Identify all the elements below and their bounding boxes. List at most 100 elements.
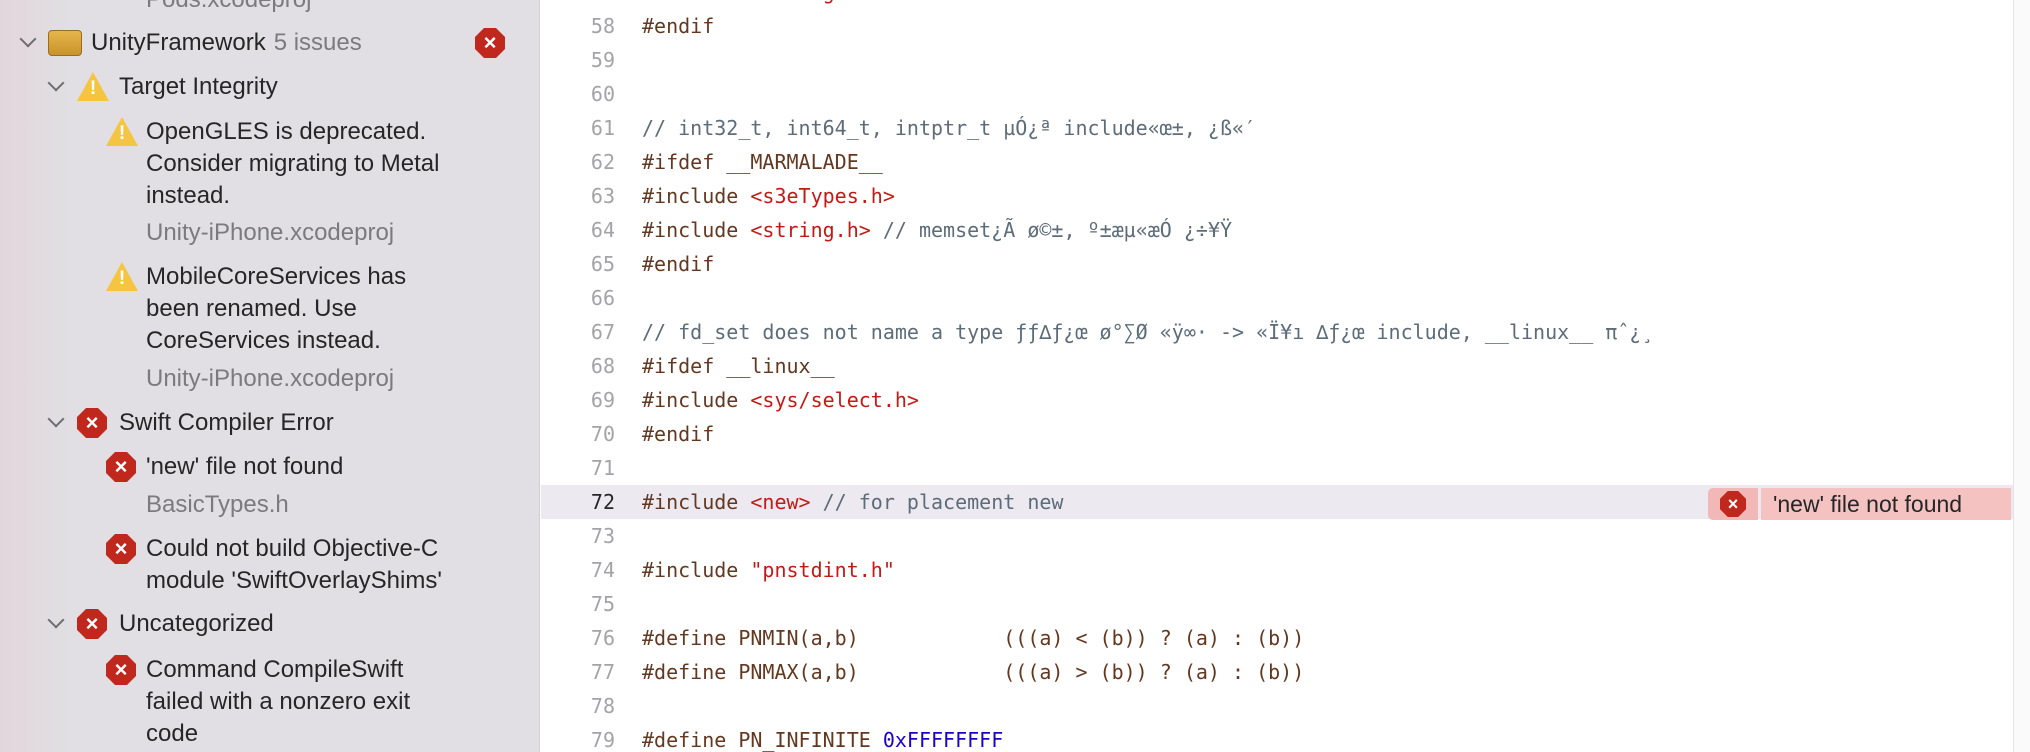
issue-text-line: Pods.xcodeproj xyxy=(146,0,311,16)
code-text: #ifdef __MARMALADE__ xyxy=(642,145,883,179)
line-number: 62 xyxy=(590,150,615,174)
line-number: 65 xyxy=(590,252,615,276)
code-text: #endif xyxy=(642,247,714,281)
code-line[interactable]: 75 xyxy=(541,587,2013,621)
issue-text-line: Command CompileSwift xyxy=(146,656,404,683)
error-icon: × xyxy=(1720,491,1746,517)
code-line[interactable]: 59 xyxy=(541,43,2013,77)
code-line[interactable]: 68#ifdef __linux__ xyxy=(541,349,2013,383)
chevron-down-icon[interactable] xyxy=(47,74,65,92)
code-line[interactable]: 74#include "pnstdint.h" xyxy=(541,553,2013,587)
code-token: <s3eTypes.h> xyxy=(750,184,895,208)
code-line[interactable]: 70 #endif xyxy=(541,417,2013,451)
code-line[interactable]: 60 xyxy=(541,77,2013,111)
code-text: #endif xyxy=(642,417,714,451)
code-line[interactable]: 64#include <string.h> // memset¿Ã ø©±, º… xyxy=(541,213,2013,247)
line-number: 69 xyxy=(590,388,615,412)
code-line[interactable]: 77#define PNMAX(a,b) (((a) > (b)) ? (a) … xyxy=(541,655,2013,689)
chevron-down-icon[interactable] xyxy=(47,410,65,428)
code-line[interactable]: 78 xyxy=(541,689,2013,723)
issue-text-line: Unity-iPhone.xcodeproj xyxy=(146,219,395,246)
issue-count: 5 issues xyxy=(273,29,362,56)
code-line[interactable]: 67// fd_set does not name a type ƒƒ∆ƒ¿œ … xyxy=(541,315,2013,349)
warning-icon: ! xyxy=(106,262,138,291)
code-token: // memset¿Ã ø©±, º±æµ«æÓ ¿÷¥Ÿ xyxy=(870,218,1233,242)
issue-text-line: OpenGLES is deprecated. xyxy=(146,118,427,145)
issue-text-line: code xyxy=(146,720,199,747)
error-icon: × xyxy=(77,609,107,639)
issue-text-line: Swift Compiler Error xyxy=(119,409,334,436)
issue-text: UnityFramework 5 issues xyxy=(91,27,362,59)
issue-navigator: Pods.xcodeprojUnityFramework5 issues×!Ta… xyxy=(0,0,540,752)
code-text: #include <sys/select.h> xyxy=(642,383,919,417)
code-text: #include "pnstdint.h" xyxy=(642,553,895,587)
code-token: 0xFFFFFFFF xyxy=(882,728,1004,752)
error-icon: × xyxy=(106,655,136,685)
line-number: 58 xyxy=(590,14,615,38)
line-number: 79 xyxy=(590,728,615,752)
code-token: #endif xyxy=(642,422,715,446)
code-line[interactable]: 61 // int32_t, int64_t, intptr_t µÓ¿ª inc… xyxy=(541,111,2013,145)
code-token: #define PNMIN(a,b) (((a) < (b)) ? (a) : … xyxy=(642,626,1305,650)
code-line[interactable]: 57#include <string.h> xyxy=(541,0,2013,9)
line-number: 70 xyxy=(590,422,615,446)
issue-text: Uncategorized xyxy=(119,608,274,640)
inline-error-badge[interactable]: × 'new' file not found xyxy=(1708,488,2011,520)
code-text: #define PNMIN(a,b) (((a) < (b)) ? (a) : … xyxy=(642,621,1304,655)
issue-text-line: MobileCoreServices has xyxy=(146,263,407,290)
code-token: // int32_t, int64_t, intptr_t µÓ¿ª inclu… xyxy=(642,116,1257,140)
chevron-down-icon[interactable] xyxy=(47,611,65,629)
issue-text-line: Consider migrating to Metal xyxy=(146,150,440,177)
code-token: #endif xyxy=(642,14,715,38)
issue-text: OpenGLES is deprecated. Consider migratin… xyxy=(146,116,439,212)
code-token: #define PNMAX(a,b) (((a) > (b)) ? (a) : … xyxy=(642,660,1305,684)
code-line[interactable]: 79#define PN_INFINITE 0xFFFFFFFF xyxy=(541,723,2013,752)
line-number: 61 xyxy=(590,116,615,140)
code-token: #include xyxy=(642,0,750,4)
issue-text: BasicTypes.h xyxy=(146,489,289,521)
line-number: 72 xyxy=(590,490,615,514)
code-token: <string.h> xyxy=(750,218,871,242)
issue-text-line: instead. xyxy=(146,182,231,209)
error-badge-icon-area[interactable]: × xyxy=(1708,488,1758,520)
issue-text-line: UnityFramework xyxy=(91,29,266,56)
code-token: #include xyxy=(642,218,751,242)
chevron-down-icon[interactable] xyxy=(19,30,37,48)
code-text: #ifdef __linux__ xyxy=(642,349,835,383)
code-token: <new> xyxy=(750,490,811,514)
code-token: #include xyxy=(642,184,751,208)
issue-text: Pods.xcodeproj xyxy=(146,0,311,16)
code-text: #endif xyxy=(642,9,714,43)
code-line[interactable]: 76#define PNMIN(a,b) (((a) < (b)) ? (a) … xyxy=(541,621,2013,655)
line-number: 71 xyxy=(590,456,615,480)
warning-icon: ! xyxy=(77,72,109,101)
code-line[interactable]: 58 #endif xyxy=(541,9,2013,43)
error-icon: × xyxy=(106,452,136,482)
code-text: #include <s3eTypes.h> xyxy=(642,179,895,213)
code-line[interactable]: 73 xyxy=(541,519,2013,553)
code-line[interactable]: 66 xyxy=(541,281,2013,315)
issue-text-line: CoreServices instead. xyxy=(146,327,381,354)
code-token: #include xyxy=(642,558,751,582)
issue-text-line: Could not build Objective-C xyxy=(146,535,439,562)
editor-scrollbar[interactable] xyxy=(2013,0,2030,752)
code-token: <sys/select.h> xyxy=(750,388,919,412)
error-message: 'new' file not found xyxy=(1761,488,2011,520)
code-line[interactable]: 69 #include <sys/select.h> xyxy=(541,383,2013,417)
issue-text: 'new' file not found xyxy=(146,451,343,483)
line-number: 63 xyxy=(590,184,615,208)
code-line[interactable]: 71 xyxy=(541,451,2013,485)
warning-icon: ! xyxy=(106,117,138,146)
issue-text-line: been renamed. Use xyxy=(146,295,357,322)
code-line[interactable]: 63 #include <s3eTypes.h> xyxy=(541,179,2013,213)
line-number: 73 xyxy=(590,524,615,548)
error-count-icon: × xyxy=(475,28,505,58)
error-icon: × xyxy=(77,408,107,438)
code-token: // for placement new xyxy=(810,490,1064,514)
code-line[interactable]: 65 #endif xyxy=(541,247,2013,281)
code-line[interactable]: 62 #ifdef __MARMALADE__ xyxy=(541,145,2013,179)
